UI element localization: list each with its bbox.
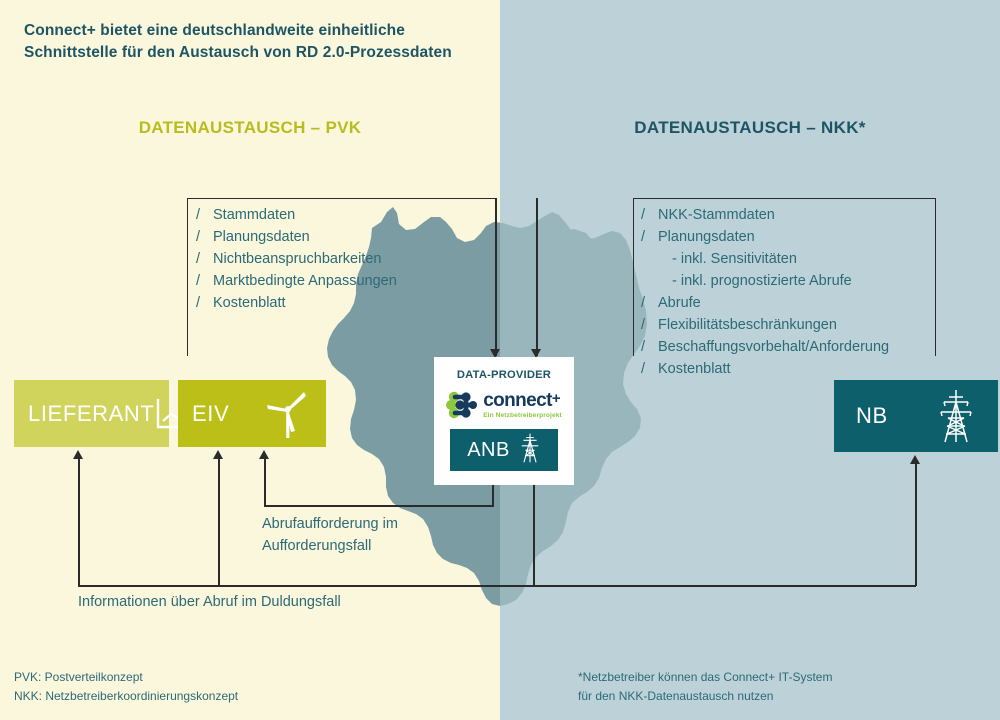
list-marker: / — [641, 317, 646, 334]
entity-box-eiv[interactable]: EIV — [178, 380, 326, 447]
annotation-abrufaufforderung: Abrufaufforderung im Aufforderungsfall — [262, 516, 398, 554]
power-pylon-icon — [519, 431, 541, 470]
arrow-into-nb-icon — [910, 455, 920, 464]
list-item: / Flexibilitätsbeschränkungen — [641, 314, 941, 336]
list-item-label: Planungsdaten — [658, 229, 755, 246]
footer-line: für den NKK-Datenaustausch nutzen — [578, 689, 774, 704]
footer-note-right: *Netzbetreiber können das Connect+ IT-Sy… — [578, 668, 978, 706]
list-item: / Beschaffungsvorbehalt/Anforderung — [641, 336, 941, 358]
data-list-nkk: /NKK-Stammdaten/Planungsdaten/- inkl. Se… — [641, 204, 941, 380]
connector-eiv-riser-left — [218, 458, 220, 586]
list-item-label: Beschaffungsvorbehalt/Anforderung — [658, 339, 890, 356]
footer-line: PVK: Postverteilkonzept — [14, 670, 143, 684]
eiv-label: EIV — [192, 400, 230, 426]
list-item-label: Nichtbeanspruchbarkeiten — [213, 251, 382, 268]
footer-line: *Netzbetreiber können das Connect+ IT-Sy… — [578, 670, 833, 684]
page-title: Connect+ bietet eine deutschlandweite ei… — [24, 22, 452, 62]
list-marker: / — [196, 207, 201, 223]
data-provider-card[interactable]: DATA-PROVIDER connect + Ein Netzbetre — [434, 357, 574, 485]
arrow-into-eiv-left-icon — [213, 450, 223, 459]
list-item-label: Flexibilitätsbeschränkungen — [658, 317, 837, 334]
connector-lieferant-riser — [78, 458, 80, 586]
list-item: / Planungsdaten — [196, 226, 496, 248]
connector-nb-riser — [915, 463, 917, 586]
list-item: /- inkl. prognostizierte Abrufe — [641, 270, 941, 292]
wind-turbine-icon — [264, 388, 312, 440]
list-item-label: NKK-Stammdaten — [658, 207, 775, 223]
list-item: / Stammdaten — [196, 204, 496, 226]
section-heading-nkk: DATENAUSTAUSCH – NKK* — [634, 118, 866, 137]
list-marker: / — [196, 251, 201, 268]
bracket-right — [633, 198, 936, 356]
footer-line: NKK: Netzbetreiberkoordinierungskonzept — [14, 689, 239, 704]
list-item-label: Abrufe — [658, 295, 701, 312]
list-item: / Marktbedingte Anpassungen — [196, 270, 496, 292]
list-marker: / — [196, 295, 201, 312]
arrow-left-into-dataprovider-icon — [490, 349, 500, 358]
list-item: / Planungsdaten — [641, 226, 941, 248]
list-marker: / — [641, 295, 646, 312]
connect-plus-logo: connect + Ein Netzbetreiberprojekt — [446, 390, 562, 420]
nb-label: NB — [856, 403, 888, 428]
list-item-label: Planungsdaten — [213, 229, 310, 246]
logo-tagline: Ein Netzbetreiberprojekt — [483, 412, 562, 419]
list-item-label: - inkl. Sensitivitäten — [672, 251, 797, 268]
logo-wordmark: connect — [483, 390, 552, 411]
entity-box-lieferant[interactable]: LIEFERANT — [14, 380, 195, 447]
list-marker: / — [196, 273, 201, 290]
list-item-label: Marktbedingte Anpassungen — [213, 273, 397, 290]
list-marker: / — [641, 339, 646, 356]
power-pylon-icon — [936, 388, 976, 444]
list-marker: / — [641, 207, 646, 223]
connector-dp-to-eiv-vertical — [492, 485, 494, 507]
data-list-pvk: / Stammdaten / Planungsdaten / Nichtbeanspruc… — [196, 204, 496, 314]
connector-left-down — [495, 198, 497, 356]
data-provider-title: DATA-PROVIDER — [456, 369, 552, 381]
arrow-right-into-dataprovider-icon — [531, 349, 541, 358]
list-marker: / — [641, 361, 646, 378]
connector-eiv-riser — [264, 458, 266, 506]
connector-right-down — [536, 198, 538, 356]
logo-plus-symbol: + — [551, 390, 561, 407]
list-item: / Kostenblatt — [641, 358, 941, 380]
list-item-label: - inkl. prognostizierte Abrufe — [672, 273, 852, 290]
list-item: / Abrufe — [641, 292, 941, 314]
list-item-label: Kostenblatt — [658, 361, 731, 378]
annotation-duldungsfall: Informationen über Abruf im Duldungsfall — [78, 594, 341, 610]
lieferant-label: LIEFERANT — [28, 400, 155, 426]
list-marker: / — [196, 229, 201, 246]
list-item: / Nichtbeanspruchbarkeiten — [196, 248, 496, 270]
entity-box-nb[interactable]: NB — [834, 380, 998, 452]
list-item: /- inkl. Sensitivitäten — [641, 248, 941, 270]
section-heading-pvk: DATENAUSTAUSCH – PVK — [138, 118, 362, 137]
list-item: / NKK-Stammdaten — [641, 204, 941, 226]
connector-bottom-left-horizontal — [78, 585, 534, 587]
arrow-into-eiv-right-icon — [259, 450, 269, 459]
list-item-label: Kostenblatt — [213, 295, 286, 312]
connector-bottom-right-horizontal — [533, 585, 916, 587]
list-item: / Kostenblatt — [196, 292, 496, 314]
list-marker: / — [641, 229, 646, 246]
arrow-into-lieferant-icon — [73, 450, 83, 459]
connector-dp-to-bottom-vertical — [533, 485, 535, 587]
anb-label: ANB — [467, 438, 510, 461]
list-item-label: Stammdaten — [213, 207, 296, 223]
anb-badge[interactable]: ANB — [450, 429, 558, 471]
connector-dp-to-eiv-horizontal — [264, 505, 494, 507]
